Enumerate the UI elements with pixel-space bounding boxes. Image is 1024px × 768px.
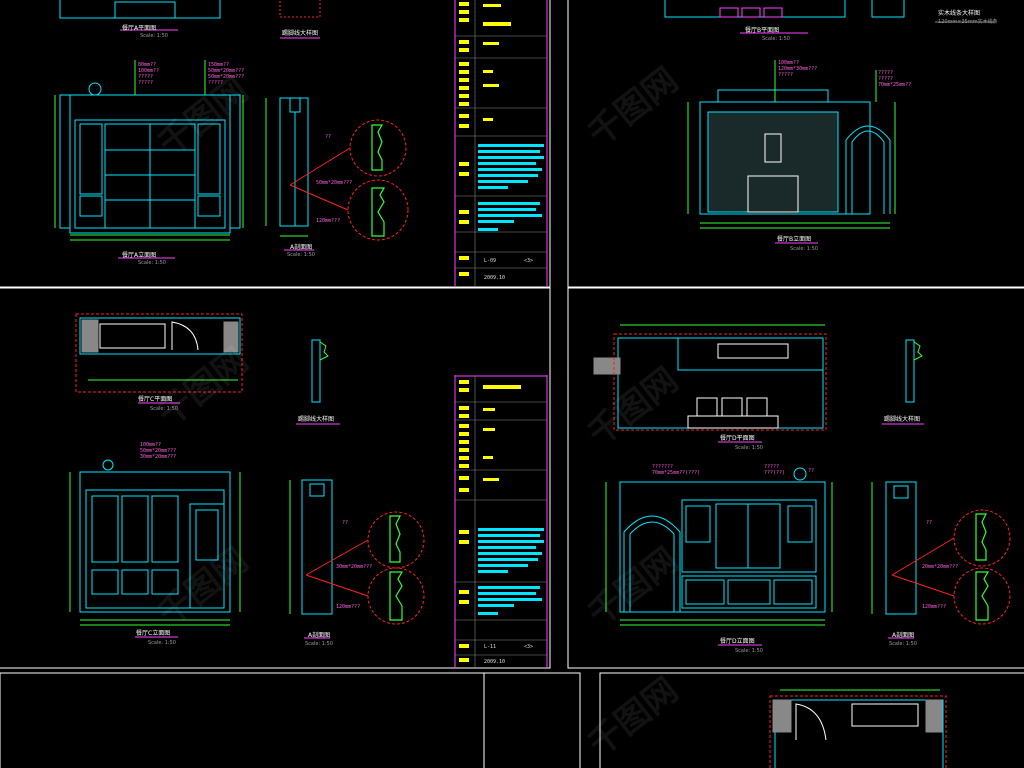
section-d <box>885 481 917 615</box>
section-d-note-3: 120mm??? <box>922 604 947 610</box>
elevation-d-note-right: ????? ???(??) <box>764 464 786 476</box>
title-block-notes <box>478 144 544 615</box>
section-c-scale: Scale: 1:50 <box>305 641 333 647</box>
elevation-d-title: 餐厅D立面图 <box>720 638 755 645</box>
sheet-frame-bottom-right <box>599 672 1024 768</box>
title-block-bars <box>459 2 521 662</box>
section-c-detail-profiles <box>389 515 404 621</box>
plan-b-scale: Scale: 1:50 <box>762 36 790 42</box>
elevation-c-dims <box>69 472 241 626</box>
elevation-b-title: 餐厅B立面图 <box>777 236 812 243</box>
section-a-note-1: ?? <box>325 134 332 140</box>
elevation-a-title: 餐厅A立面图 <box>122 252 157 259</box>
section-d-scale: Scale: 1:50 <box>889 641 917 647</box>
molding-a-title: 踢脚线大样图 <box>282 30 319 37</box>
elevation-b-note-right: ????? ????? 70mm*25mm?? <box>878 70 912 88</box>
plan-b-top <box>664 0 905 18</box>
elevation-b-note-left: 100mm?? 120mm*30mm??? ????? <box>778 60 818 78</box>
plan-e-partial <box>772 699 944 768</box>
section-c <box>301 479 333 615</box>
section-d-note-1: ?? <box>926 520 933 526</box>
section-a-note-2: 50mm*20mm??? <box>316 180 353 186</box>
title-block-lines <box>454 0 548 668</box>
elevation-c <box>79 459 231 613</box>
sheet-frame-bottom-left <box>0 672 581 768</box>
molding-d <box>905 339 923 403</box>
section-a-note-3: 120mm??? <box>316 218 341 224</box>
section-a <box>279 97 309 227</box>
section-d-note-2: 20mm*20mm??? <box>922 564 959 570</box>
elevation-c-title: 餐厅C立面图 <box>136 630 171 637</box>
section-a-scale: Scale: 1:50 <box>287 252 315 258</box>
sheet-frame-mid-left <box>0 287 551 669</box>
plan-a-scale: Scale: 1:50 <box>140 33 168 39</box>
plan-b-note-1: 实木线条大样图 <box>938 10 981 17</box>
elevation-d-scale: Scale: 1:50 <box>735 648 763 654</box>
section-c-note-3: 120mm??? <box>336 604 361 610</box>
title-block-date-mid: 2009.10 <box>484 659 506 665</box>
section-a-dims <box>265 98 308 237</box>
elevation-a-note-left: 80mm?? 100mm?? ????? ????? <box>138 62 160 86</box>
title-block-sheet-top: L-09 <box>484 258 497 264</box>
plan-c-title: 餐厅C平面图 <box>138 396 173 403</box>
elevation-b <box>699 89 891 215</box>
section-c-note-1: ?? <box>342 520 349 526</box>
plan-a-title: 餐厅A平面图 <box>122 25 157 32</box>
section-c-note-2: 30mm*20mm??? <box>336 564 373 570</box>
title-block-sheet-mid: L-11 <box>484 644 497 650</box>
title-block-rev-mid: <3> <box>524 644 534 650</box>
elevation-a <box>59 82 241 234</box>
elevation-a-note-right: 150mm?? 50mm*20mm??? 50mm*20mm??? ????? <box>208 62 245 86</box>
elevation-d-note-right2: ?? <box>808 468 815 474</box>
title-block-rows <box>455 0 547 668</box>
plan-a-top <box>59 0 221 19</box>
sheet-frame-top-left <box>0 0 551 288</box>
molding-c <box>311 339 329 403</box>
sheet-frame-top-right <box>567 0 1024 288</box>
section-c-title: A剖面图 <box>308 632 331 639</box>
section-c-details <box>305 511 425 625</box>
section-a-detail-profiles <box>371 124 386 237</box>
elevation-d <box>619 467 826 613</box>
elevation-a-dims <box>54 60 244 241</box>
section-a-title: A剖面图 <box>290 244 313 251</box>
elevation-c-note-left: 100mm?? 50mm*20mm??? 30mm*20mm??? <box>140 442 177 460</box>
plan-d-title: 餐厅D平面图 <box>720 435 755 442</box>
plan-b-note-2: 120mm×35mm实木线条 <box>938 19 998 25</box>
plan-c-scale: Scale: 1:50 <box>150 406 178 412</box>
plan-b-title: 餐厅B平面图 <box>745 27 780 34</box>
sheet-frame-mid-right <box>567 287 1024 669</box>
title-block-date-top: 2009.10 <box>484 275 506 281</box>
molding-d-title: 踢脚线大样图 <box>884 416 921 423</box>
section-d-title: A剖面图 <box>892 632 915 639</box>
section-d-details <box>891 509 1011 625</box>
molding-c-title: 踢脚线大样图 <box>298 416 335 423</box>
elevation-a-scale: Scale: 1:50 <box>138 260 166 266</box>
title-block-rev-top: <3> <box>524 258 534 264</box>
elevation-d-note-left: ??????? 70mm*25mm??(???) <box>652 464 701 476</box>
elevation-b-dims <box>687 60 896 229</box>
section-d-detail-profiles <box>975 513 990 621</box>
plan-d-scale: Scale: 1:50 <box>735 445 763 451</box>
plan-c <box>79 317 241 355</box>
elevation-c-scale: Scale: 1:50 <box>148 640 176 646</box>
elevation-d-dims <box>605 482 833 626</box>
section-a-details <box>289 119 409 241</box>
elevation-b-scale: Scale: 1:50 <box>790 246 818 252</box>
